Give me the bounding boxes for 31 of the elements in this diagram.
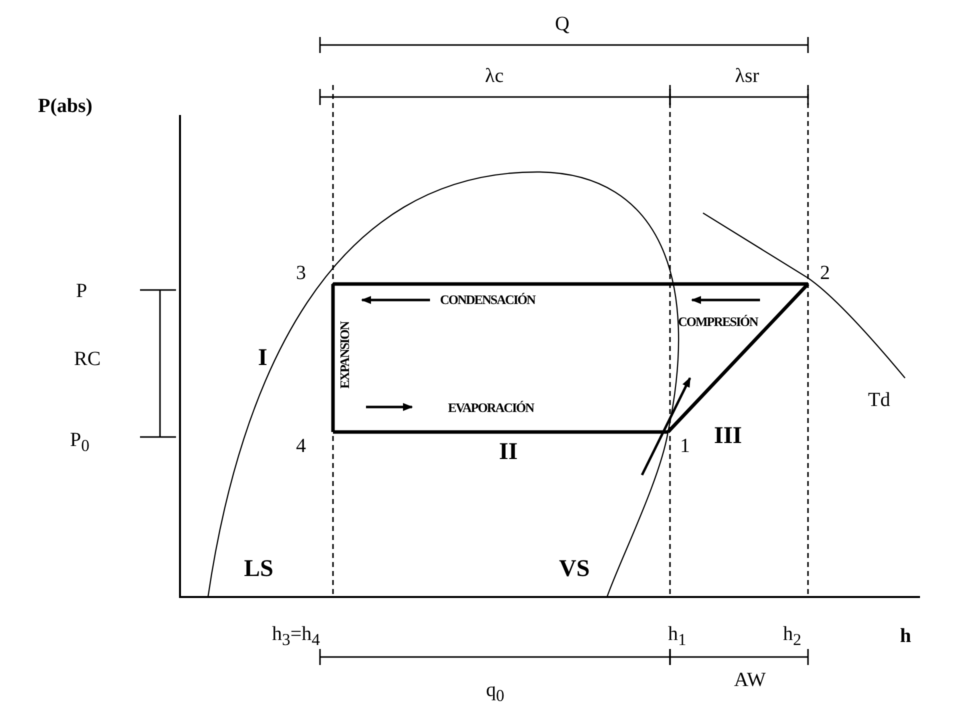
point-label: 2 — [808, 262, 830, 284]
region-label: I — [258, 346, 268, 370]
process-label: COMPRESIÓN — [678, 315, 758, 328]
region-label: II — [499, 440, 518, 464]
point-label: 1 — [668, 432, 690, 458]
axis-label: P(abs) — [38, 96, 92, 116]
dimension-label: RC — [74, 349, 101, 369]
curve-label: Td — [868, 390, 890, 410]
axis-tick-label: h$_{2}$ — [783, 624, 802, 649]
region-label: LS — [244, 557, 274, 581]
axis-tick-label: h$_{1}$ — [668, 624, 686, 649]
cycle-line — [666, 282, 810, 434]
region-label: VS — [559, 557, 590, 581]
process-label: EXPANSION — [338, 322, 351, 389]
cycle-line — [333, 282, 808, 286]
dimension-label: λc — [485, 66, 504, 86]
pressure-label: P$_{0}$ — [70, 430, 90, 455]
pressure-label: P — [76, 281, 88, 301]
process-label: EVAPORACIÓN — [448, 401, 534, 414]
region-label: III — [714, 424, 742, 448]
cycle-line — [333, 430, 668, 434]
dimension-label: Q — [555, 14, 570, 34]
process-label: CONDENSACIÓN — [440, 293, 535, 306]
axis-label: h — [900, 626, 912, 646]
point-label: 4 — [296, 432, 333, 458]
cycle-line — [331, 284, 335, 432]
dimension-label: q$_{0}$ — [486, 680, 504, 705]
axis-tick-label: h$_{3}$=h$_{4}$ — [272, 624, 320, 649]
dimension-label: AW — [734, 670, 766, 690]
dimension-label: λsr — [735, 66, 760, 86]
point-label: 3 — [296, 262, 333, 284]
